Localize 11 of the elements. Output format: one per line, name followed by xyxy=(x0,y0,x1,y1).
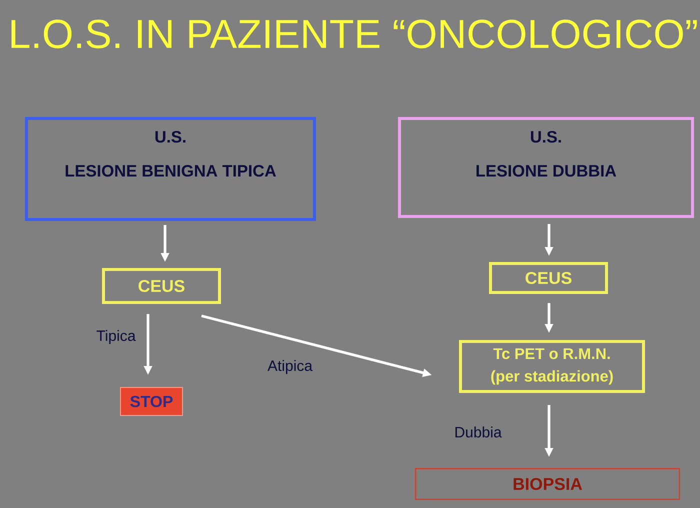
edge-label: Atipica xyxy=(268,360,313,374)
process-box: CEUS xyxy=(489,262,608,294)
title: L.O.S. IN PAZIENTE “ONCOLOGICO” xyxy=(12,20,697,48)
process-box: Tc PET o R.M.N. (per stadiazione) xyxy=(459,340,646,393)
process-box: U.S. LESIONE DUBBIA xyxy=(398,117,694,218)
process-box: CEUS xyxy=(102,268,221,304)
edge-label: Dubbia xyxy=(455,426,502,438)
process-box: U.S. LESIONE BENIGNA TIPICA xyxy=(25,117,316,221)
edge-label: Tipica xyxy=(96,330,136,344)
stop-box: STOP xyxy=(120,387,183,416)
end-box: BIOPSIA xyxy=(415,468,680,500)
